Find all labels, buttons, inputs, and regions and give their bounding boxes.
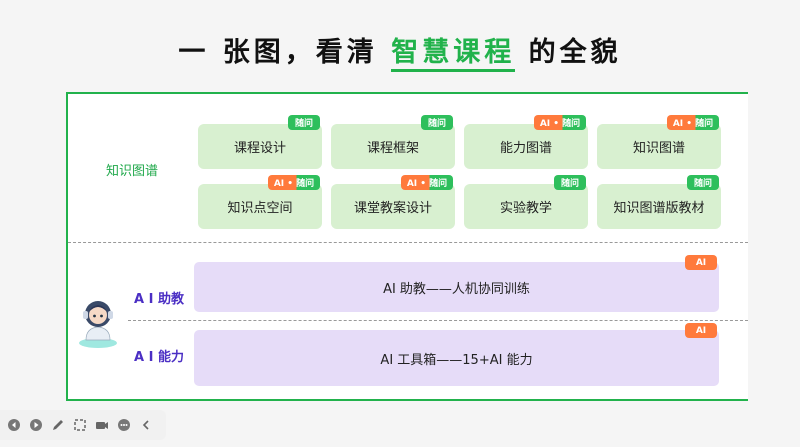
card-label: 能力图谱 xyxy=(499,141,552,156)
card-lab-teaching[interactable]: 实验教学 随问 xyxy=(464,175,588,229)
ai-ask-badge: AI • 随问 xyxy=(667,115,719,130)
ai-badge: AI xyxy=(685,255,717,270)
card-ability-map[interactable]: 能力图谱 AI • 随问 xyxy=(464,115,588,169)
card-label: 课程框架 xyxy=(366,141,419,156)
camera-icon[interactable] xyxy=(94,417,110,433)
presentation-toolbar xyxy=(0,410,166,440)
card-label: 实验教学 xyxy=(499,201,552,216)
card-lesson-plan-design[interactable]: 课堂教案设计 AI • 随问 xyxy=(331,175,455,229)
ai-assistant-text: AI 助教——人机协同训练 xyxy=(383,281,530,297)
knowledge-graph-label: 知识图谱 xyxy=(106,164,159,179)
ask-badge: 随问 xyxy=(687,175,719,190)
card-knowledge-graph[interactable]: 知识图谱 AI • 随问 xyxy=(597,115,721,169)
section-divider xyxy=(68,242,748,243)
ai-robot-avatar-icon xyxy=(79,301,117,348)
card-label: 课程设计 xyxy=(233,141,286,156)
card-label: 课堂教案设计 xyxy=(353,201,432,216)
prev-icon[interactable] xyxy=(6,417,22,433)
more-icon[interactable] xyxy=(116,417,132,433)
ai-toolbox-text: AI 工具箱——15+AI 能力 xyxy=(380,352,533,368)
card-label: 知识图谱版教材 xyxy=(613,201,705,216)
ai-ask-badge: AI • 随问 xyxy=(268,175,320,190)
card-knowledge-graph-textbook[interactable]: 知识图谱版教材 随问 xyxy=(597,175,721,229)
title-prefix: 一 张图，看清 xyxy=(178,37,392,68)
card-knowledge-point-space[interactable]: 知识点空间 AI • 随问 xyxy=(198,175,322,229)
ai-toolbox-bar[interactable]: AI 工具箱——15+AI 能力 AI xyxy=(194,323,719,386)
card-course-design[interactable]: 课程设计 随问 xyxy=(198,115,322,169)
ai-assistant-bar[interactable]: AI 助教——人机协同训练 AI xyxy=(194,255,719,312)
ai-badge: AI xyxy=(685,323,717,338)
ask-badge: 随问 xyxy=(288,115,320,130)
ai-ask-badge: AI • 随问 xyxy=(401,175,453,190)
pen-icon[interactable] xyxy=(50,417,66,433)
crop-icon[interactable] xyxy=(72,417,88,433)
ai-ask-badge: AI • 随问 xyxy=(534,115,586,130)
title-suffix: 的全貌 xyxy=(515,37,622,68)
card-course-framework[interactable]: 课程框架 随问 xyxy=(331,115,455,169)
overview-frame: 知识图谱 课程设计 随问 课程框架 随问 能力图谱 AI • 随问 知识图谱 A… xyxy=(66,92,748,401)
card-label: 知识点空间 xyxy=(227,201,293,216)
collapse-icon[interactable] xyxy=(138,417,154,433)
title-highlight: 智慧课程 xyxy=(391,37,516,72)
ai-assistant-label: A I 助教 xyxy=(134,292,184,307)
ai-ability-label: A I 能力 xyxy=(134,350,184,365)
play-icon[interactable] xyxy=(28,417,44,433)
ask-badge: 随问 xyxy=(554,175,586,190)
section-divider xyxy=(128,320,748,321)
ask-badge: 随问 xyxy=(421,115,453,130)
slide-title: 一 张图，看清 智慧课程 的全貌 xyxy=(0,30,800,72)
card-label: 知识图谱 xyxy=(632,141,685,156)
